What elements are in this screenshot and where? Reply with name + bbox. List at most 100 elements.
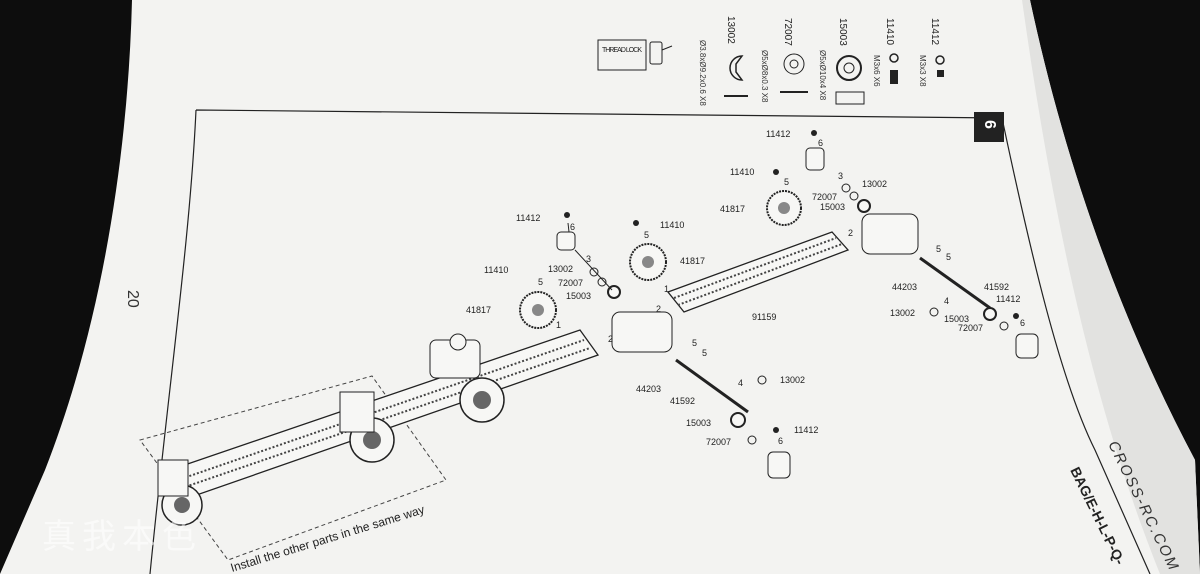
callouts-right: 11412 6 11410 5 3 13002 41817 72007 1500…	[720, 129, 1025, 333]
callout-step: 5	[784, 177, 789, 187]
parts-list-item: 13002 Ø3.8xØ9.2x0.6 X8	[698, 16, 748, 106]
shim-part	[849, 191, 859, 201]
callout-label: 15003	[686, 418, 711, 428]
callout-label: 11412	[996, 294, 1020, 304]
nut-icon	[935, 55, 945, 65]
collar-part	[1015, 333, 1039, 359]
page-curl-shadow	[1022, 0, 1200, 574]
bearing-housing	[861, 213, 919, 255]
collar-part	[767, 451, 791, 479]
callout-label: 15003	[820, 202, 845, 212]
pulley-hub-icon	[473, 391, 491, 409]
pulley-hub-icon	[778, 202, 790, 214]
set-screw-icon	[564, 212, 570, 218]
bearing-inner-icon	[843, 62, 855, 74]
callout-step: 5	[538, 277, 543, 287]
left-part-stack	[519, 212, 621, 329]
set-screw-icon	[633, 220, 639, 226]
lower-assembly	[157, 333, 505, 526]
part-code: 11412	[929, 18, 940, 46]
step-number-box	[974, 112, 1004, 142]
step-frame	[149, 109, 1151, 574]
shaft-part	[675, 358, 749, 414]
part-code: 15003	[837, 18, 848, 46]
nut-icon	[889, 53, 899, 63]
callout-label: 13002	[862, 179, 887, 189]
callout-label: 44203	[636, 384, 661, 394]
part-spec: Ø5xØ8x0.3 X8	[760, 50, 769, 103]
callout-step: 3	[586, 254, 591, 264]
shaft-part	[919, 256, 991, 310]
callout-step: 5	[644, 230, 649, 240]
bearing-side-icon	[835, 91, 865, 105]
bearing-icon	[836, 55, 862, 81]
right-part-stack	[766, 130, 1039, 359]
callout-label: 91159	[752, 312, 776, 322]
motor-shaft-icon	[449, 333, 467, 351]
thread-lock-box	[597, 39, 647, 71]
e-clip-icon	[729, 55, 744, 81]
callout-label: 11412	[794, 425, 818, 435]
callout-label: 72007	[706, 437, 731, 447]
bearing-block	[157, 459, 189, 497]
e-clip-part	[589, 267, 599, 277]
callout-step: 6	[570, 222, 575, 232]
bearing-block	[339, 391, 375, 433]
callout-step: 2	[608, 334, 613, 344]
bearing-part	[730, 412, 746, 428]
callout-label: 13002	[780, 375, 805, 385]
set-screw-icon	[773, 169, 779, 175]
callout-step: 5	[702, 348, 707, 358]
callout-label: 41592	[670, 396, 695, 406]
callout-label: 44203	[892, 282, 917, 292]
pulley-hub-icon	[532, 304, 544, 316]
set-screw-icon	[811, 130, 817, 136]
part-code: 72007	[782, 18, 793, 46]
callout-label: 13002	[890, 308, 915, 318]
watermark: 真我本色	[42, 517, 202, 557]
callout-step: 3	[838, 171, 843, 181]
part-spec: Ø3.8xØ9.2x0.6 X8	[698, 40, 707, 106]
step-number: 6	[981, 120, 998, 129]
page-number: 20	[124, 290, 141, 308]
set-screw-icon	[890, 70, 898, 84]
callout-label: 41817	[680, 256, 705, 266]
leader-line	[567, 222, 570, 233]
middle-part-stack	[611, 220, 791, 479]
callout-label: 15003	[944, 314, 969, 324]
set-screw-icon	[937, 70, 944, 77]
collar-part	[556, 231, 576, 251]
callout-step: 1	[556, 320, 561, 330]
pulley-hub-icon	[363, 431, 381, 449]
callout-label: 41817	[466, 305, 491, 315]
callout-step: 4	[738, 378, 743, 388]
shim-part	[747, 435, 757, 445]
parts-list-item: 11410 M3x6 X6	[872, 18, 899, 87]
part-code: 13002	[725, 16, 736, 44]
callouts-middle: 11410 5 41817 1 2 2 44203 5 5 41592 4 13…	[608, 220, 818, 447]
bearing-part	[857, 199, 871, 213]
part-spec: M3x6 X6	[872, 55, 881, 87]
shim-inner-icon	[789, 59, 799, 69]
thread-lock-nozzle	[661, 45, 673, 51]
callout-step: 5	[946, 252, 951, 262]
bearing-part	[983, 307, 997, 321]
callout-label: 41592	[984, 282, 1009, 292]
callout-label: 72007	[812, 192, 837, 202]
callout-label: 11412	[516, 213, 540, 223]
callout-label: 72007	[958, 323, 983, 333]
pulley-hub-icon	[174, 497, 190, 513]
callout-label: 11410	[660, 220, 684, 230]
callout-label: 72007	[558, 278, 583, 288]
callout-step: 1	[664, 284, 669, 294]
callout-step: 6	[1020, 318, 1025, 328]
thread-lock-bottle-icon	[649, 41, 663, 65]
shim-icon	[783, 53, 805, 75]
upper-belt	[666, 231, 850, 313]
callout-label: 13002	[548, 264, 573, 274]
e-clip-part	[929, 307, 939, 317]
part-spec: Ø5xØ10x4 X8	[818, 50, 827, 101]
part-code: 11410	[884, 18, 895, 46]
